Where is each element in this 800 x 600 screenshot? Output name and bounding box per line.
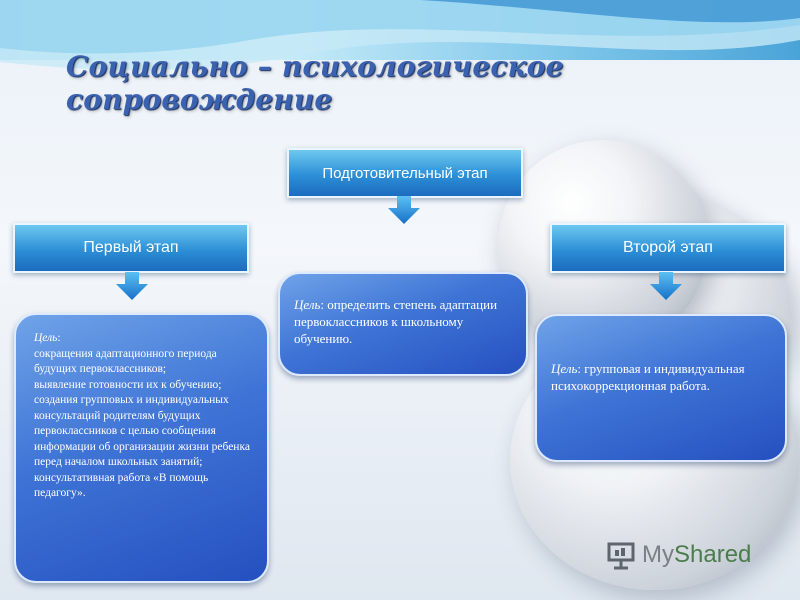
goal-line: сокращения адаптационного периода будущи… bbox=[34, 347, 217, 376]
stage-preparatory: Подготовительный этап bbox=[287, 148, 523, 198]
arrow-down-icon bbox=[388, 196, 420, 224]
goal-label: Цель bbox=[34, 332, 58, 344]
goal-line: консультативная работа «В помощь педагог… bbox=[34, 471, 209, 500]
arrow-down-icon bbox=[116, 272, 148, 300]
presentation-board-icon bbox=[607, 542, 635, 570]
stage-first: Первый этап bbox=[13, 223, 249, 273]
stage-second: Второй этап bbox=[550, 223, 786, 273]
goal-line: выявление готовности их к обучению; bbox=[34, 378, 222, 391]
goal-box-first: Цель: сокращения адаптационного периода … bbox=[14, 313, 269, 583]
header-wave bbox=[0, 0, 800, 71]
goal-box-preparatory: Цель: определить степень адаптации перво… bbox=[278, 272, 528, 376]
goal-label: Цель bbox=[551, 361, 578, 376]
myshared-logo: MyShared bbox=[606, 537, 776, 573]
goal-box-second: Цель: групповая и индивидуальная психоко… bbox=[535, 314, 787, 462]
goal-label: Цель bbox=[294, 297, 321, 312]
slide-title: Социально – психологическое сопровождени… bbox=[66, 50, 564, 116]
goal-text: определить степень адаптации первоклассн… bbox=[294, 297, 498, 346]
arrow-down-icon bbox=[650, 272, 682, 300]
goal-line: создания групповых и индивидуальных конс… bbox=[34, 394, 250, 468]
goal-colon: : bbox=[57, 332, 61, 344]
goal-text: групповая и индивидуальная психокоррекци… bbox=[551, 361, 745, 393]
logo-text: MyShared bbox=[642, 541, 752, 568]
